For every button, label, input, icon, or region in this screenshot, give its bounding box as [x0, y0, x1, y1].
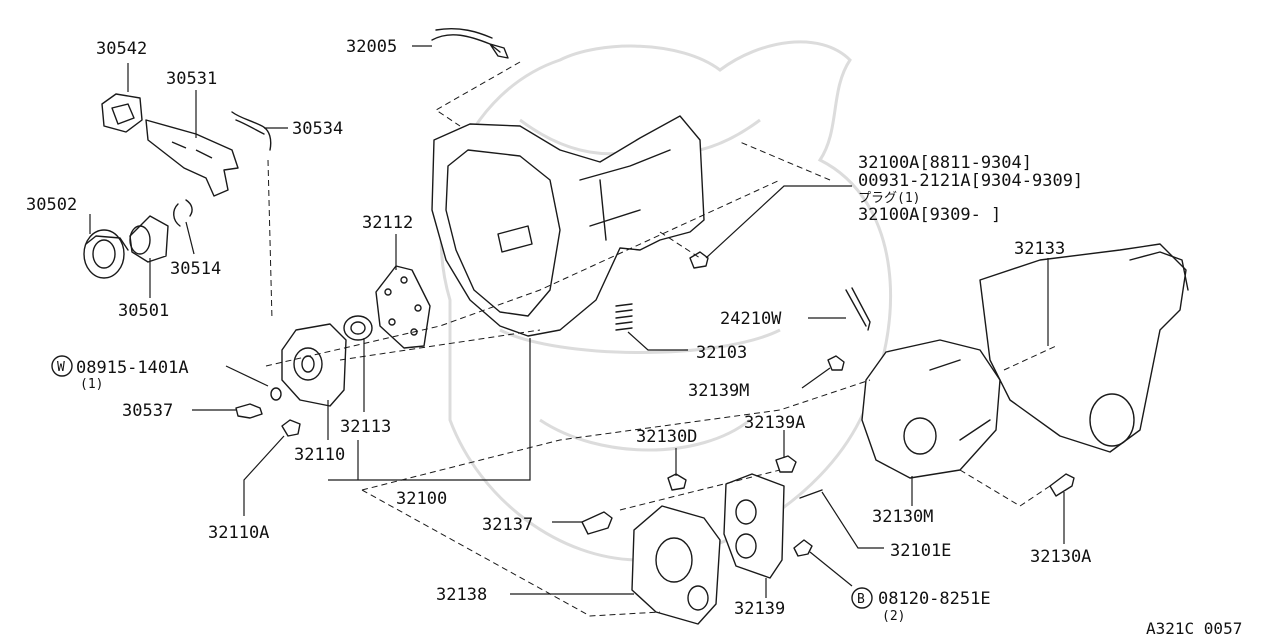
- part-32100-housing-drawing: [431, 115, 705, 337]
- label-32005[interactable]: 32005: [346, 37, 397, 57]
- part-32130A-drawing: [1049, 473, 1075, 497]
- label-30537[interactable]: 30537: [122, 401, 173, 421]
- label-32139A[interactable]: 32139A: [744, 413, 805, 433]
- part-30534-drawing: [231, 111, 272, 151]
- label-32110[interactable]: 32110: [294, 445, 345, 465]
- label-32112[interactable]: 32112: [362, 213, 413, 233]
- assembly-lines: [265, 61, 1057, 617]
- label-30531[interactable]: 30531: [166, 69, 217, 89]
- washer-drawing: [270, 387, 282, 401]
- label-32133[interactable]: 32133: [1014, 239, 1065, 259]
- plug-note-line1[interactable]: 32100A[8811-9304]: [858, 153, 1032, 173]
- label-24210W[interactable]: 24210W: [720, 309, 782, 329]
- part-labels: 30542 30531 30534 30502 30514 30501 3200…: [26, 37, 1242, 638]
- plug-drawing: [689, 251, 709, 269]
- part-32139-drawing: [723, 473, 785, 579]
- label-32130D[interactable]: 32130D: [636, 427, 697, 447]
- washer-qty: (1): [80, 377, 103, 392]
- part-32139M-drawing: [827, 355, 845, 371]
- label-32139[interactable]: 32139: [734, 599, 785, 619]
- part-32101E-drawing: [799, 489, 823, 499]
- plug-note-line4[interactable]: 32100A[9309- ]: [858, 205, 1001, 225]
- label-32103[interactable]: 32103: [696, 343, 747, 363]
- label-32137[interactable]: 32137: [482, 515, 533, 535]
- part-30531-drawing: [145, 119, 239, 197]
- part-32137-drawing: [581, 511, 613, 535]
- washer-badge-circle: [51, 355, 73, 377]
- part-32110A-drawing: [281, 419, 301, 437]
- plug-note-line2[interactable]: 00931-2121A[9304-9309]: [858, 171, 1083, 191]
- bolt-08120-drawing: [793, 539, 813, 557]
- bolt-part-number[interactable]: 08120-8251E: [878, 589, 991, 609]
- label-32100[interactable]: 32100: [396, 489, 447, 509]
- part-32130M-drawing: [861, 339, 1001, 479]
- label-30542[interactable]: 30542: [96, 39, 147, 59]
- washer-badge-letter: W: [57, 360, 65, 375]
- label-30534[interactable]: 30534: [292, 119, 343, 139]
- part-30501-drawing: [129, 215, 169, 263]
- label-32130M[interactable]: 32130M: [872, 507, 933, 527]
- label-32130A[interactable]: 32130A: [1030, 547, 1091, 567]
- label-32139M[interactable]: 32139M: [688, 381, 749, 401]
- part-24210W-drawing: [845, 287, 871, 331]
- part-32138-drawing: [631, 505, 721, 625]
- label-32138[interactable]: 32138: [436, 585, 487, 605]
- label-30502[interactable]: 30502: [26, 195, 77, 215]
- part-32130D-drawing: [667, 473, 687, 491]
- part-32005-drawing: [431, 28, 509, 59]
- part-30502-drawing: [83, 229, 125, 279]
- part-30537-drawing: [235, 403, 263, 419]
- bolt-badge-letter: B: [857, 592, 865, 607]
- part-32113-drawing: [343, 315, 373, 341]
- label-32101E[interactable]: 32101E: [890, 541, 951, 561]
- part-32103-drawing: [615, 303, 633, 331]
- part-32139A-drawing: [775, 455, 797, 473]
- bolt-qty: (2): [882, 609, 905, 624]
- bolt-badge-circle: [851, 587, 873, 609]
- part-30542-drawing: [101, 93, 143, 133]
- part-30514-drawing: [173, 199, 193, 227]
- diagram-reference-id: A321C 0057: [1146, 619, 1242, 638]
- label-32110A[interactable]: 32110A: [208, 523, 269, 543]
- rear-extension-drawing: [979, 243, 1187, 453]
- part-32112-drawing: [375, 265, 431, 349]
- washer-part-number[interactable]: 08915-1401A: [76, 358, 189, 378]
- leader-lines: [89, 45, 1065, 598]
- part-drawings: [83, 28, 1189, 625]
- label-32113[interactable]: 32113: [340, 417, 391, 437]
- label-30514[interactable]: 30514: [170, 259, 221, 279]
- plug-note-line3: プラグ(1): [858, 191, 920, 206]
- label-30501[interactable]: 30501: [118, 301, 169, 321]
